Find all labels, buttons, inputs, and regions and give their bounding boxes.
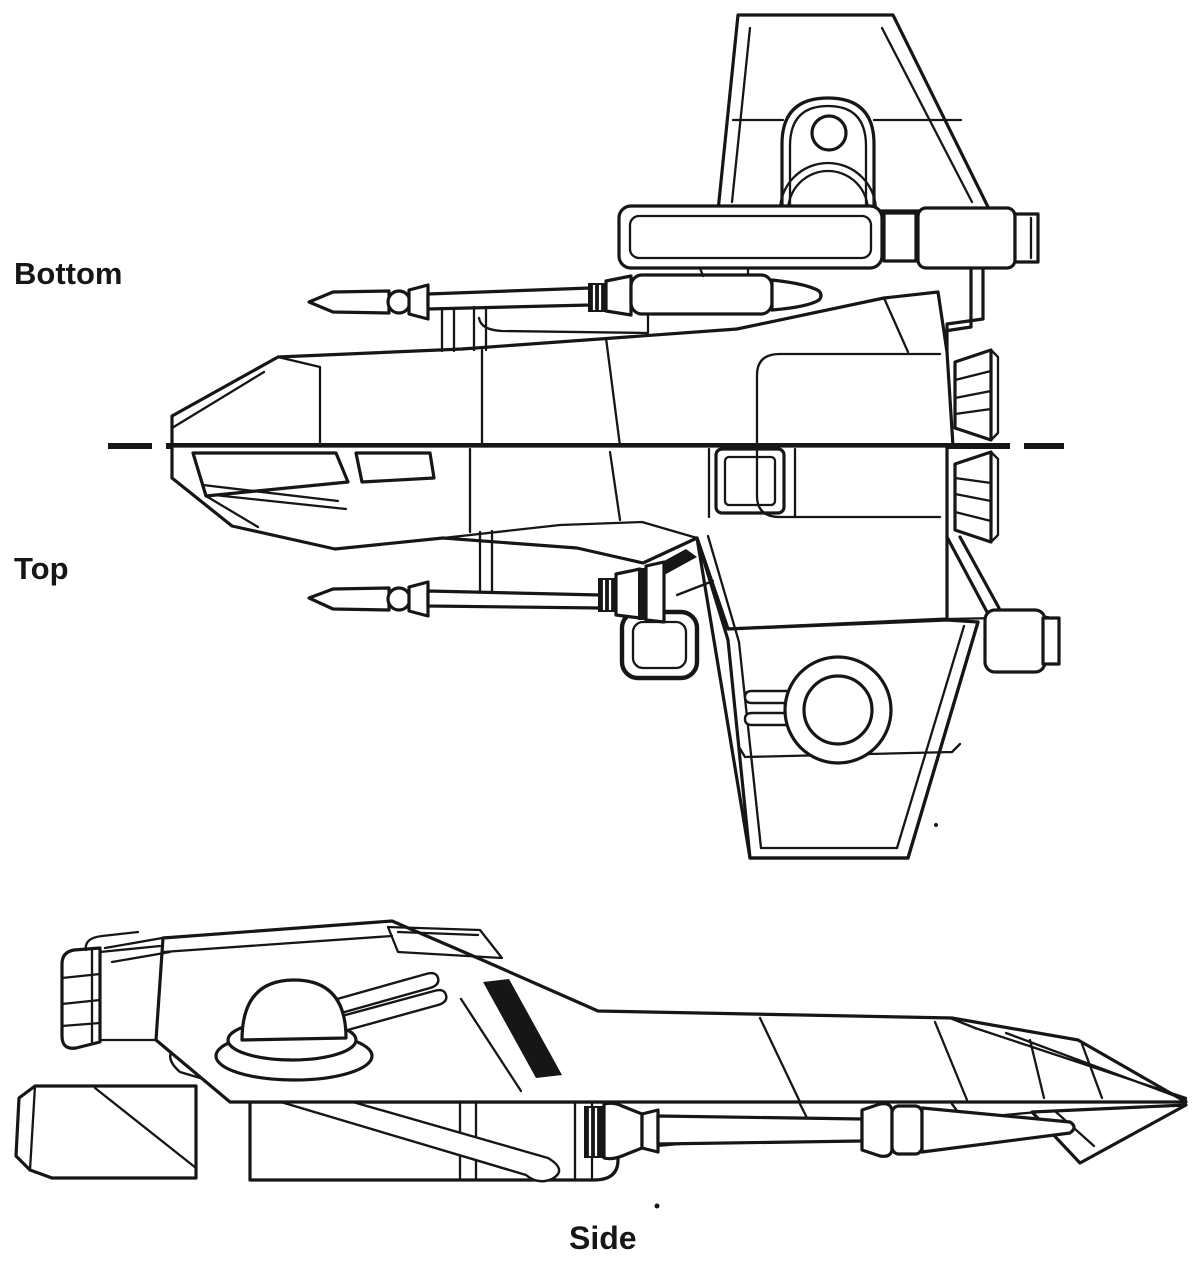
dome-turret: [214, 971, 448, 1082]
hull-stripe: [483, 979, 562, 1078]
side-weapon-pod: [945, 535, 1061, 674]
side-gun-boom: [584, 1101, 1076, 1161]
torpedo-pod: [629, 273, 774, 316]
turret-dome: [240, 978, 348, 1042]
print-speck: [654, 1203, 660, 1209]
tail-fin: [716, 13, 992, 213]
lower-gun-boom: [307, 529, 666, 624]
barrel-rings: [598, 578, 616, 612]
bottom-view-drawing: [170, 13, 1040, 448]
ventral-wing-fin: [619, 534, 980, 860]
upper-gun-boom: [307, 266, 823, 353]
lower-rear-block: [14, 1084, 198, 1180]
engine-nozzle-upper: [953, 348, 1000, 442]
side-view-drawing: [14, 919, 1188, 1209]
side-view-label: Side: [569, 1220, 637, 1256]
bottom-fuselage: [170, 290, 955, 448]
canopy-hatch: [714, 447, 786, 515]
under-fin: [1030, 1103, 1188, 1165]
turret-barrel: [328, 971, 440, 1017]
dorsal-wing-bar: [617, 204, 1040, 354]
top-deck-panel: [386, 925, 504, 960]
stern-thruster: [60, 944, 162, 1050]
top-view-drawing: [170, 444, 1061, 860]
top-view-label: Top: [14, 551, 69, 586]
turret-barrel: [336, 988, 448, 1033]
nose-truss: [973, 1026, 1188, 1102]
wing-turret: [743, 655, 893, 765]
barrel-rings: [584, 1106, 604, 1158]
bottom-view-label: Bottom: [14, 256, 123, 291]
engine-nozzle-lower: [953, 450, 1000, 544]
cockpit-window: [191, 451, 350, 498]
barrel-rings: [588, 283, 606, 312]
print-speck: [934, 823, 938, 827]
